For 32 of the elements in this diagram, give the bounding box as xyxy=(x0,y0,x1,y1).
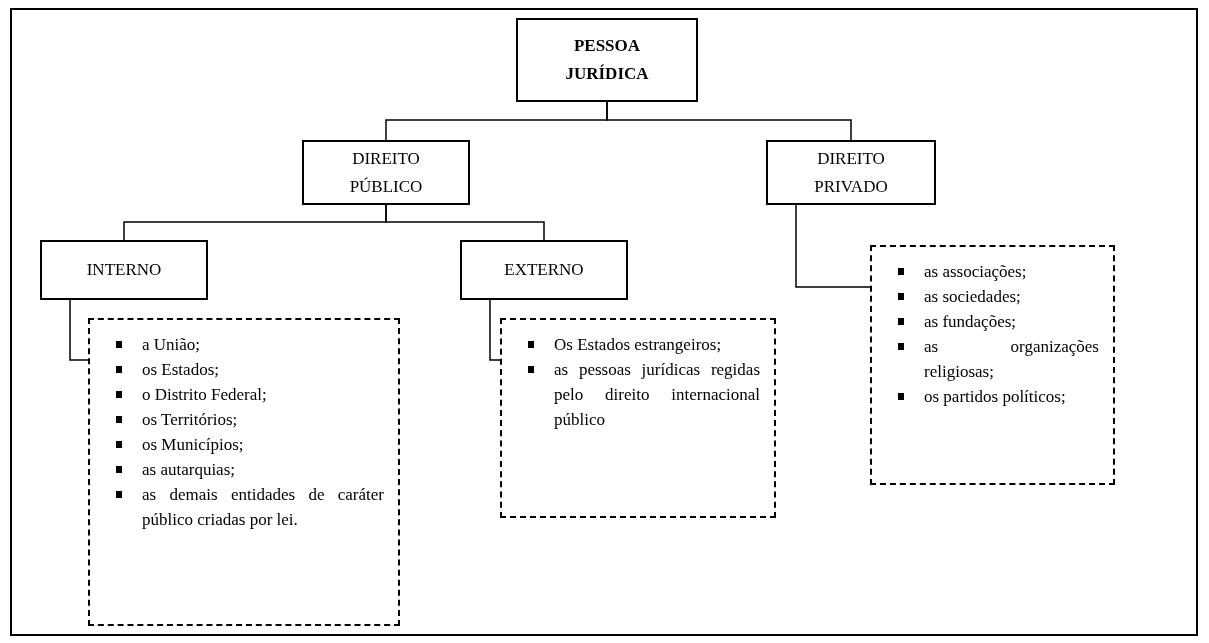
list-item: as fundações; xyxy=(924,311,1018,333)
category-box xyxy=(460,240,628,300)
dashed-list-box xyxy=(88,318,400,626)
connector-line xyxy=(795,204,871,288)
list-item: a União; xyxy=(142,334,202,356)
list-item: as pessoas jurídicas regidas pelo direito internacional público xyxy=(554,359,760,431)
list-item: as sociedades; xyxy=(924,286,1022,308)
category-label: DIREITO PRIVADO xyxy=(813,147,889,198)
list-item: as associações; xyxy=(924,261,1028,283)
category-label: INTERNO xyxy=(86,259,162,281)
list-item: as organizações religiosas; xyxy=(924,336,1099,383)
list-item: Os Estados estrangeiros; xyxy=(554,334,723,356)
connector-line xyxy=(606,101,852,141)
category-label: DIREITO PÚBLICO xyxy=(348,147,424,198)
connector-line xyxy=(69,299,89,361)
list-item: os Municípios; xyxy=(142,434,245,456)
list-item: os partidos políticos; xyxy=(924,386,1067,408)
category-box xyxy=(766,140,936,205)
category-label: PESSOA JURÍDICA xyxy=(564,35,650,85)
list-item: o Distrito Federal; xyxy=(142,384,268,406)
category-label: EXTERNO xyxy=(504,259,584,281)
category-box xyxy=(40,240,208,300)
category-box xyxy=(516,18,698,102)
category-box xyxy=(302,140,470,205)
dashed-list-box xyxy=(870,245,1115,485)
dashed-list-box xyxy=(500,318,776,518)
list-item: as autarquias; xyxy=(142,459,236,481)
connector-line xyxy=(489,299,501,361)
list-item: as demais entidades de caráter público criadas por lei. xyxy=(142,484,384,531)
connector-line xyxy=(385,204,545,241)
list-item: os Estados; xyxy=(142,359,220,381)
list-item: os Territórios; xyxy=(142,409,239,431)
